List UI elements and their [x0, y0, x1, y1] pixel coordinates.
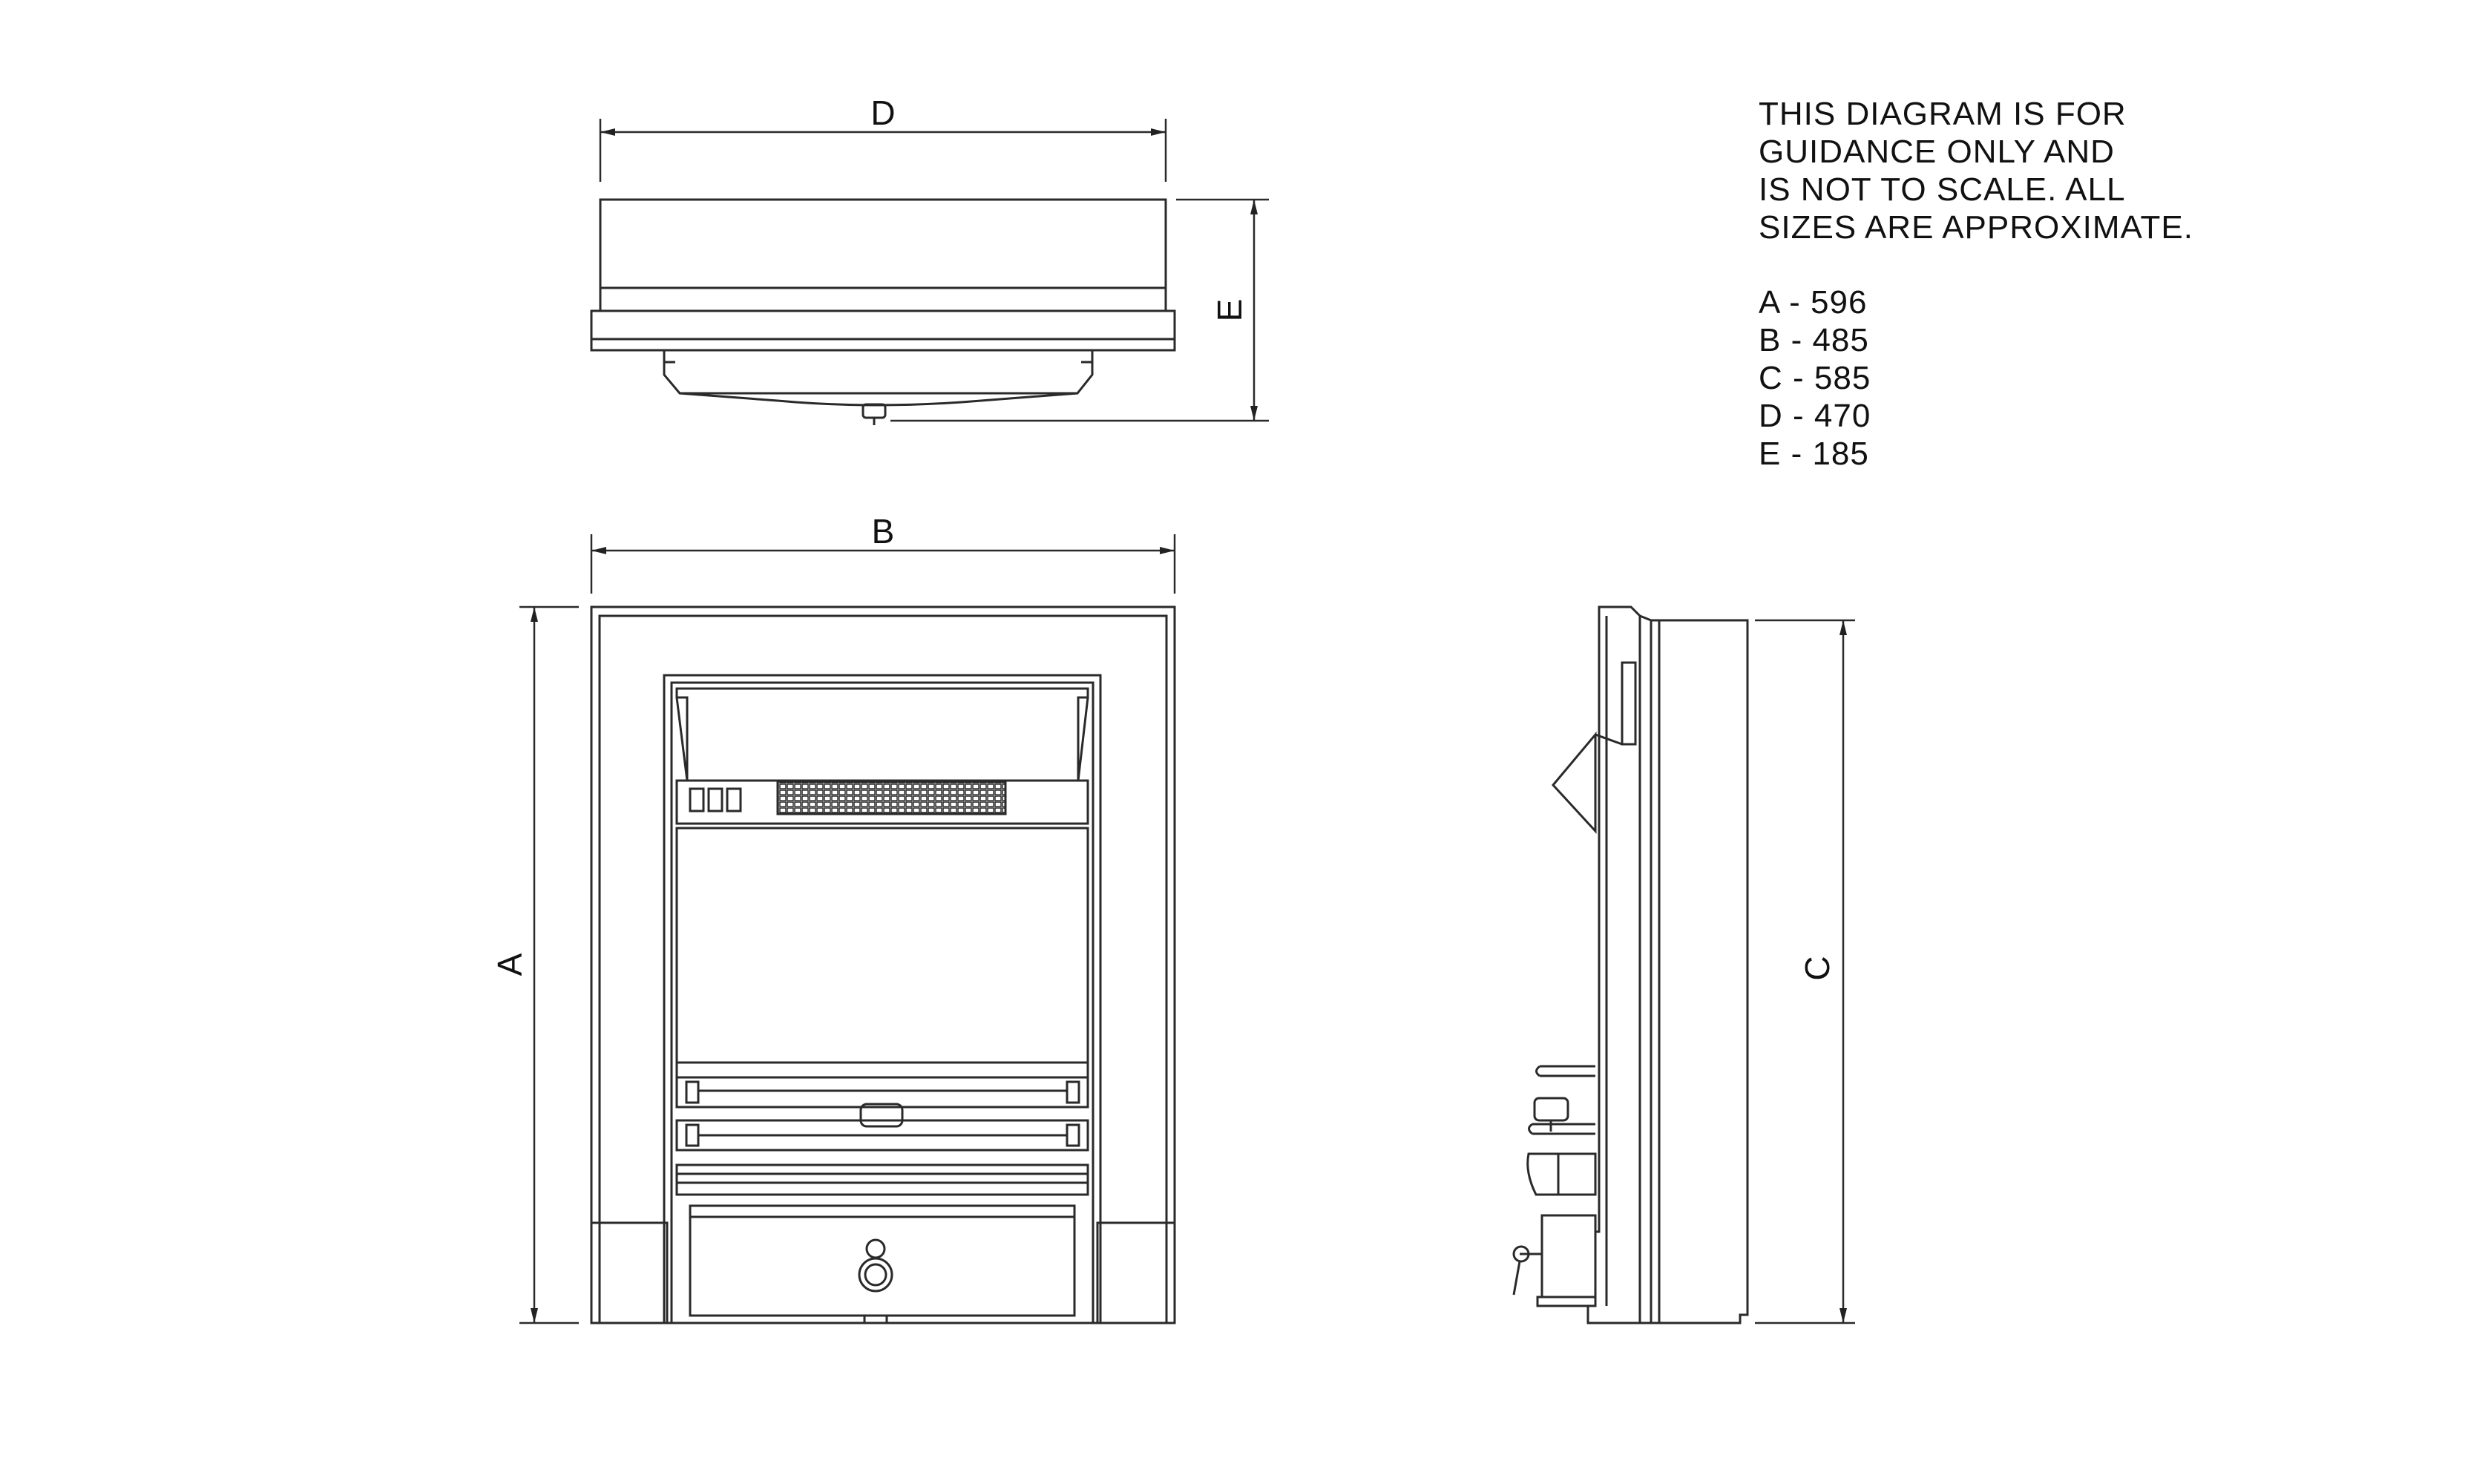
disclaimer: THIS DIAGRAM IS FOR GUIDANCE ONLY AND IS… — [1759, 95, 2193, 246]
dimension-a — [519, 605, 579, 1324]
front-view — [590, 605, 1176, 1324]
side-ash-pan — [1540, 1214, 1597, 1298]
fuel-bar-1-right-tab — [1066, 1080, 1080, 1104]
side-view — [1512, 605, 1749, 1324]
side-bar-1-cap — [1535, 1065, 1540, 1077]
front-center-clip — [859, 1103, 904, 1128]
heater-grille — [776, 780, 1007, 815]
dimension-e-value: E - 185 — [1759, 436, 1869, 472]
fuel-bar-2-left-tab — [685, 1123, 700, 1147]
ash-pan-knob — [865, 1238, 886, 1259]
disclaimer-line: SIZES ARE APPROXIMATE. — [1759, 209, 2194, 246]
side-clip — [1533, 1097, 1569, 1122]
side-ring — [1512, 1245, 1530, 1263]
dimension-list: A - 596 B - 485 C - 585 D - 470 E - 185 — [1759, 283, 2193, 473]
ash-pan-ring — [858, 1257, 893, 1293]
top-view-knob — [861, 403, 887, 419]
front-hood — [675, 687, 1089, 782]
side-hood-line — [1595, 733, 1623, 746]
front-opening-inner — [670, 681, 1094, 1323]
front-corner-right — [1096, 1221, 1176, 1324]
notes-panel: THIS DIAGRAM IS FOR GUIDANCE ONLY AND IS… — [1759, 95, 2193, 473]
disclaimer-line: THIS DIAGRAM IS FOR — [1759, 96, 2127, 132]
dimension-b — [590, 534, 1176, 594]
side-bar-2-cap — [1528, 1123, 1533, 1135]
fuel-bar-4 — [675, 1181, 1089, 1196]
side-ring-drop — [1512, 1261, 1521, 1296]
ash-pan-ring-inner — [864, 1263, 887, 1287]
front-opening — [663, 674, 1102, 1323]
front-hood-right-bevel — [1077, 697, 1089, 781]
fuel-bar-1 — [675, 1076, 1089, 1109]
flame-screen — [675, 827, 1089, 1064]
dimension-e — [890, 198, 1269, 422]
top-view-body — [599, 198, 1167, 312]
control-switch-2 — [707, 787, 723, 812]
fuel-bar-1-left-tab — [685, 1080, 700, 1104]
dimension-c — [1755, 619, 1855, 1324]
side-control-box — [1621, 661, 1637, 746]
dim-c-label: C — [1798, 956, 1837, 980]
top-view-lug-left — [663, 350, 675, 364]
dim-d-label: D — [870, 93, 895, 132]
dimension-c-value: C - 585 — [1759, 360, 1871, 396]
ash-pan-foot — [863, 1314, 888, 1324]
front-corner-left — [590, 1221, 669, 1324]
dimension-b-value: B - 485 — [1759, 322, 1869, 358]
side-body — [1639, 614, 1749, 1324]
side-fuel-bed — [1526, 1152, 1597, 1196]
disclaimer-line: IS NOT TO SCALE. ALL — [1759, 171, 2126, 208]
top-view — [590, 198, 1176, 425]
fuel-bed-top — [675, 1061, 1089, 1079]
top-view-firebox — [663, 350, 1094, 407]
side-hood — [1552, 731, 1597, 834]
side-front-plate — [1586, 605, 1641, 1324]
fuel-bar-2 — [675, 1119, 1089, 1152]
dim-a-label: A — [490, 953, 529, 976]
disclaimer-line: GUIDANCE ONLY AND — [1759, 134, 2115, 170]
front-hood-left-bevel — [675, 697, 689, 781]
dim-b-label: B — [872, 512, 895, 551]
dim-e-label: E — [1210, 299, 1249, 322]
fuel-bar-2-right-tab — [1066, 1123, 1080, 1147]
dimension-d-value: D - 470 — [1759, 398, 1871, 434]
control-switch-3 — [726, 787, 742, 812]
control-switch-1 — [689, 787, 705, 812]
top-view-lug-right — [1081, 350, 1094, 364]
dimension-a-value: A - 596 — [1759, 284, 1868, 321]
side-ash-pan-bottom — [1536, 1296, 1597, 1307]
top-view-frame — [590, 309, 1176, 352]
dimension-d — [599, 119, 1167, 182]
